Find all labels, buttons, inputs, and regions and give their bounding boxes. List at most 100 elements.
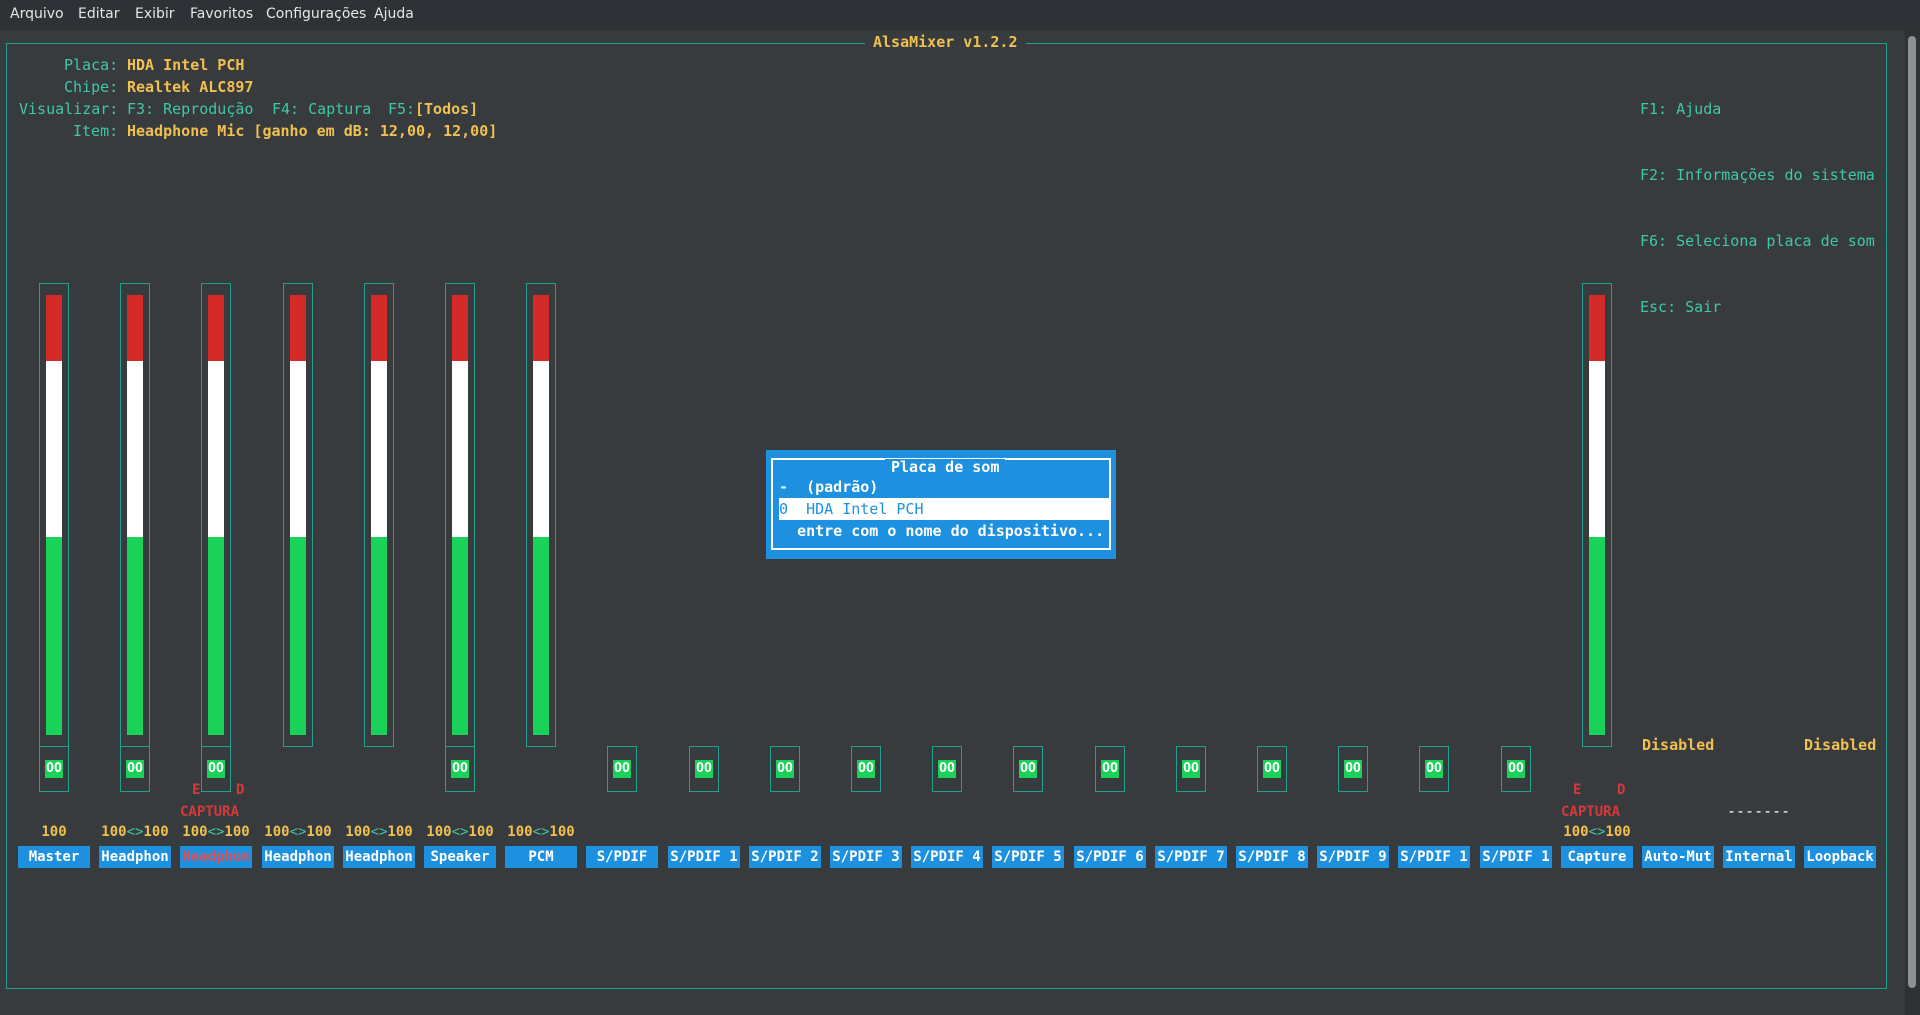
meter-segment-green xyxy=(533,537,549,735)
mute-state: OO xyxy=(776,760,794,778)
mute-state: OO xyxy=(857,760,875,778)
mute-toggle[interactable]: OO xyxy=(1338,746,1368,792)
item-value: Headphone Mic [ganho em dB: 12,00, 12,00… xyxy=(127,122,498,140)
mute-toggle[interactable]: OO xyxy=(770,746,800,792)
channel-name[interactable]: S/PDIF 1 xyxy=(1398,846,1470,868)
volume-meter[interactable] xyxy=(526,283,556,747)
channel-name[interactable]: Headphon xyxy=(180,846,252,868)
channel-name[interactable]: S/PDIF 1 xyxy=(668,846,740,868)
channel-name[interactable]: S/PDIF 9 xyxy=(1317,846,1389,868)
volume-value: 100<>100 xyxy=(507,824,575,840)
menu-configuracoes[interactable]: Configurações xyxy=(266,6,367,22)
help-f1: F1: Ajuda xyxy=(1640,100,1722,118)
mute-state: OO xyxy=(1101,760,1119,778)
channel-name[interactable]: S/PDIF 5 xyxy=(992,846,1064,868)
mute-toggle[interactable]: OO xyxy=(1176,746,1206,792)
channel-name[interactable]: Headphon xyxy=(343,846,415,868)
channel-name[interactable]: Capture xyxy=(1561,846,1633,868)
dialog-item-hda-intel[interactable]: 0 HDA Intel PCH xyxy=(779,498,1111,520)
volume-meter[interactable] xyxy=(1582,283,1612,747)
meter-segment-white xyxy=(371,361,387,537)
channel-name[interactable]: Speaker xyxy=(424,846,496,868)
sound-card-dialog: Placa de som - (padrão) 0 HDA Intel PCH … xyxy=(766,450,1116,559)
volume-meter[interactable] xyxy=(120,283,150,747)
meter-segment-red xyxy=(127,295,143,361)
mute-toggle[interactable]: OO xyxy=(201,746,231,792)
meter-segment-green xyxy=(208,537,224,735)
meter-segment-white xyxy=(208,361,224,537)
dialog-item-default[interactable]: - (padrão) xyxy=(779,478,879,496)
mute-state: OO xyxy=(1182,760,1200,778)
channel-name[interactable]: Loopback xyxy=(1804,846,1876,868)
mute-toggle[interactable]: OO xyxy=(851,746,881,792)
meter-segment-green xyxy=(371,537,387,735)
volume-meter[interactable] xyxy=(364,283,394,747)
meter-segment-white xyxy=(1589,361,1605,537)
meter-segment-red xyxy=(371,295,387,361)
menu-bar: Arquivo Editar Exibir Favoritos Configur… xyxy=(0,0,1920,30)
volume-value: 100<>100 xyxy=(182,824,250,840)
channel-name[interactable]: Headphon xyxy=(99,846,171,868)
view-f3[interactable]: F3: Reprodução xyxy=(127,100,254,118)
view-f4[interactable]: F4: Captura xyxy=(272,100,372,118)
channel-name[interactable]: S/PDIF 7 xyxy=(1155,846,1227,868)
mute-state: OO xyxy=(1344,760,1362,778)
mute-toggle[interactable]: OO xyxy=(1419,746,1449,792)
meter-segment-green xyxy=(46,537,62,735)
mute-toggle[interactable]: OO xyxy=(39,746,69,792)
channel-name[interactable]: Auto-Mut xyxy=(1642,846,1714,868)
channel-name[interactable]: S/PDIF 2 xyxy=(749,846,821,868)
channel-name[interactable]: Headphon xyxy=(262,846,334,868)
mute-toggle[interactable]: OO xyxy=(932,746,962,792)
menu-ajuda[interactable]: Ajuda xyxy=(374,6,414,22)
channel-name[interactable]: S/PDIF 3 xyxy=(830,846,902,868)
mute-state: OO xyxy=(1263,760,1281,778)
volume-meter[interactable] xyxy=(283,283,313,747)
channel-status: Disabled xyxy=(1642,736,1715,754)
mute-toggle[interactable]: OO xyxy=(1013,746,1043,792)
volume-value: 100 xyxy=(41,824,67,840)
mute-state: OO xyxy=(451,760,469,778)
meter-segment-green xyxy=(290,537,306,735)
card-label: Placa: xyxy=(64,56,119,74)
mute-state: OO xyxy=(613,760,631,778)
view-f5[interactable]: F5: xyxy=(388,100,416,118)
mute-state: OO xyxy=(1507,760,1525,778)
menu-arquivo[interactable]: Arquivo xyxy=(10,6,64,22)
view-f5-value: [Todos] xyxy=(415,100,479,118)
meter-segment-red xyxy=(208,295,224,361)
mute-toggle[interactable]: OO xyxy=(1257,746,1287,792)
menu-exibir[interactable]: Exibir xyxy=(135,6,175,22)
volume-meter[interactable] xyxy=(445,283,475,747)
mute-toggle[interactable]: OO xyxy=(1095,746,1125,792)
channel-name[interactable]: PCM xyxy=(505,846,577,868)
mute-toggle[interactable]: OO xyxy=(120,746,150,792)
view-label: Visualizar: xyxy=(19,100,119,118)
channel-name[interactable]: Internal xyxy=(1723,846,1795,868)
scrollbar-thumb[interactable] xyxy=(1908,36,1916,988)
menu-editar[interactable]: Editar xyxy=(78,6,120,22)
mute-state: OO xyxy=(1019,760,1037,778)
mute-toggle[interactable]: OO xyxy=(445,746,475,792)
channel-name[interactable]: S/PDIF 6 xyxy=(1074,846,1146,868)
mute-toggle[interactable]: OO xyxy=(689,746,719,792)
meter-segment-red xyxy=(533,295,549,361)
dialog-title: Placa de som xyxy=(885,459,1006,475)
volume-meter[interactable] xyxy=(39,283,69,747)
dialog-item-device-name[interactable]: entre com o nome do dispositivo... xyxy=(797,522,1105,540)
channel-name[interactable]: S/PDIF xyxy=(586,846,658,868)
help-f6: F6: Seleciona placa de som xyxy=(1640,232,1875,250)
mute-toggle[interactable]: OO xyxy=(607,746,637,792)
help-esc: Esc: Sair xyxy=(1640,298,1722,316)
volume-meter[interactable] xyxy=(201,283,231,747)
card-value: HDA Intel PCH xyxy=(127,56,245,74)
channel-name[interactable]: S/PDIF 1 xyxy=(1480,846,1552,868)
channel-name[interactable]: S/PDIF 4 xyxy=(911,846,983,868)
mute-toggle[interactable]: OO xyxy=(1501,746,1531,792)
volume-value: 100<>100 xyxy=(345,824,413,840)
menu-favoritos[interactable]: Favoritos xyxy=(190,6,254,22)
mute-state: OO xyxy=(207,760,225,778)
channel-name[interactable]: Master xyxy=(18,846,90,868)
channel-name[interactable]: S/PDIF 8 xyxy=(1236,846,1308,868)
meter-segment-red xyxy=(1589,295,1605,361)
